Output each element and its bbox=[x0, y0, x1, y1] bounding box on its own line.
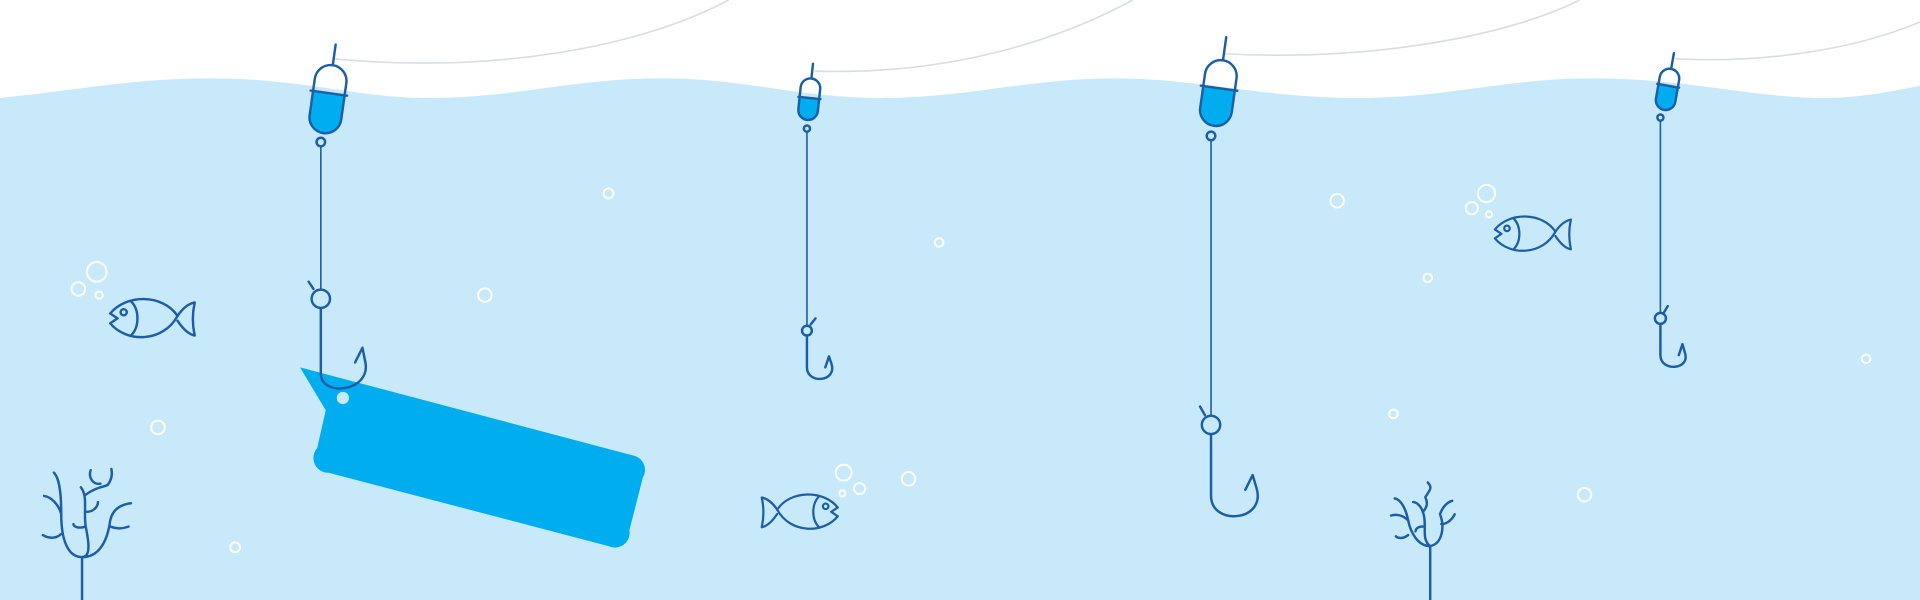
fishing-hook-2 bbox=[797, 62, 834, 381]
fish-icon bbox=[760, 493, 839, 530]
fish-icon bbox=[1493, 215, 1573, 252]
water bbox=[0, 78, 1920, 600]
fishing-hook-4 bbox=[1653, 51, 1687, 368]
fishing-hook-3 bbox=[1198, 36, 1259, 518]
seaweed-icon bbox=[1389, 481, 1456, 600]
float-icon bbox=[308, 43, 349, 135]
seaweed-icon bbox=[41, 467, 133, 600]
float-icon bbox=[1654, 51, 1681, 112]
bubbles bbox=[70, 183, 1872, 554]
fish-icon bbox=[108, 297, 196, 339]
fishing-lines-above-water bbox=[332, 0, 1920, 73]
float-icon bbox=[797, 62, 822, 122]
price-tag bbox=[300, 367, 645, 548]
fishing-hook-1 bbox=[300, 43, 645, 548]
float-icon bbox=[1198, 36, 1239, 128]
